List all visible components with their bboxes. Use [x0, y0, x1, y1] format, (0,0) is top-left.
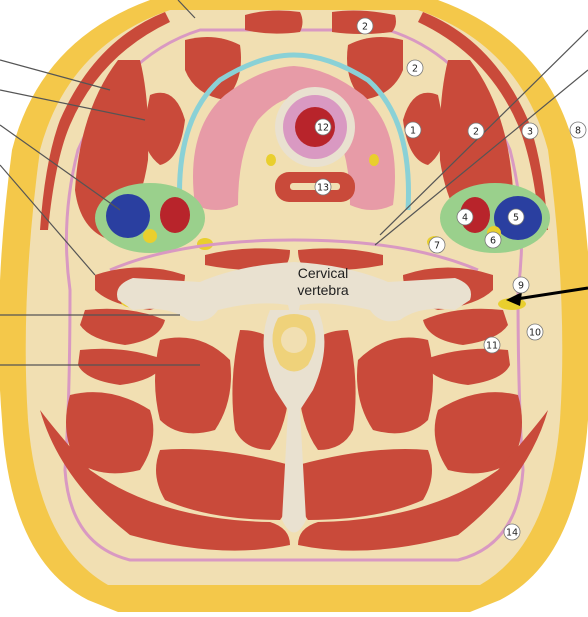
leader-line: [0, 59, 111, 91]
number-marker-circle: [507, 208, 525, 226]
number-marker: 7: [428, 236, 446, 254]
number-marker-circle: [428, 236, 446, 254]
number-marker-text: 2: [473, 127, 479, 138]
scalene-left-2: [80, 308, 165, 345]
number-marker-circle: [356, 17, 374, 35]
number-marker: 11: [483, 336, 501, 354]
internal-jugular-vein-left: [106, 194, 150, 238]
scalene-left-3: [78, 348, 165, 385]
number-marker-circle: [569, 121, 587, 139]
deep-back-muscle-left-2: [155, 337, 231, 434]
trapezius-left: [40, 410, 290, 551]
vertebra-label-line-2: vertebra: [297, 282, 349, 298]
number-marker-circle: [467, 122, 485, 140]
number-marker-circle: [406, 59, 424, 77]
number-marker: 14: [503, 523, 521, 541]
number-marker-text: 10: [529, 328, 541, 339]
number-marker-circle: [484, 231, 502, 249]
investing-fascia: [63, 28, 525, 562]
pointer-arrow-shaft: [509, 286, 588, 302]
number-marker: 5: [507, 208, 525, 226]
number-marker-circle: [521, 122, 539, 140]
sternothyroid-right: [403, 92, 444, 165]
number-marker-circle: [483, 336, 501, 354]
number-marker-circle: [314, 178, 332, 196]
leader-line: [177, 0, 196, 19]
number-marker-text: 4: [462, 213, 468, 224]
strap-muscle-left: [185, 36, 241, 100]
number-marker-text: 7: [434, 241, 440, 252]
number-marker-text: 9: [518, 281, 524, 292]
number-marker-text: 1: [410, 126, 416, 137]
leader-line: [0, 89, 146, 121]
vertebra-label-line-1: Cervical: [298, 265, 349, 281]
common-carotid-artery-left: [160, 197, 190, 233]
number-marker-circle: [314, 118, 332, 136]
number-marker: 8: [569, 121, 587, 139]
number-marker-circle: [526, 323, 544, 341]
number-marker-text: 14: [506, 528, 518, 539]
leader-line: [0, 164, 96, 276]
platysma-left: [40, 12, 170, 230]
deep-back-muscle-right-4: [296, 449, 432, 520]
vertebra-body-and-processes: [117, 262, 471, 330]
number-marker-text: 2: [412, 64, 418, 75]
leader-line: [0, 124, 121, 211]
pointer-arrow-head: [506, 292, 522, 306]
number-marker-circle: [512, 276, 530, 294]
number-marker-text: 2: [362, 22, 368, 33]
number-marker: 4: [456, 208, 474, 226]
prevertebral-fascia: [109, 238, 479, 272]
number-marker: 12: [314, 118, 332, 136]
number-marker: 2: [406, 59, 424, 77]
number-marker: 1: [404, 121, 422, 139]
spinal-cord: [281, 327, 307, 353]
number-marker: 13: [314, 178, 332, 196]
number-marker: 9: [512, 276, 530, 294]
number-marker-text: 8: [575, 126, 581, 137]
recurrent-laryngeal-right: [369, 154, 379, 166]
number-marker: 3: [521, 122, 539, 140]
number-marker: 6: [484, 231, 502, 249]
number-marker-text: 11: [486, 341, 498, 352]
deep-back-muscle-left-4: [156, 449, 292, 520]
number-marker-text: 6: [490, 236, 496, 247]
deep-back-muscle-right-2: [357, 337, 433, 434]
strap-muscle-right: [347, 36, 403, 100]
number-marker-circle: [404, 121, 422, 139]
pretracheal-fascia: [177, 52, 411, 211]
number-marker-text: 12: [317, 123, 329, 134]
number-marker-text: 5: [513, 213, 519, 224]
sternothyroid-left: [144, 92, 185, 165]
strap-muscle-upper-left: [245, 10, 303, 34]
platysma-right: [418, 12, 548, 230]
recurrent-laryngeal-left: [266, 154, 276, 166]
number-marker: 2: [356, 17, 374, 35]
deep-back-muscle-left-1: [66, 392, 154, 474]
number-marker: 10: [526, 323, 544, 341]
number-marker: 2: [467, 122, 485, 140]
number-marker-circle: [503, 523, 521, 541]
number-marker-text: 3: [527, 127, 533, 138]
vagus-nerve-left: [143, 229, 157, 243]
scalene-right-2: [423, 308, 508, 345]
pointer-arrow: [506, 286, 588, 306]
scalene-right-3: [423, 348, 510, 385]
number-marker-circle: [456, 208, 474, 226]
leader-line: [374, 69, 588, 246]
trapezius-right: [298, 410, 548, 551]
deep-back-muscle-right-1: [434, 392, 522, 474]
number-marker-text: 13: [317, 183, 329, 194]
vertebra-lamina-and-spinous-process: [263, 310, 325, 533]
